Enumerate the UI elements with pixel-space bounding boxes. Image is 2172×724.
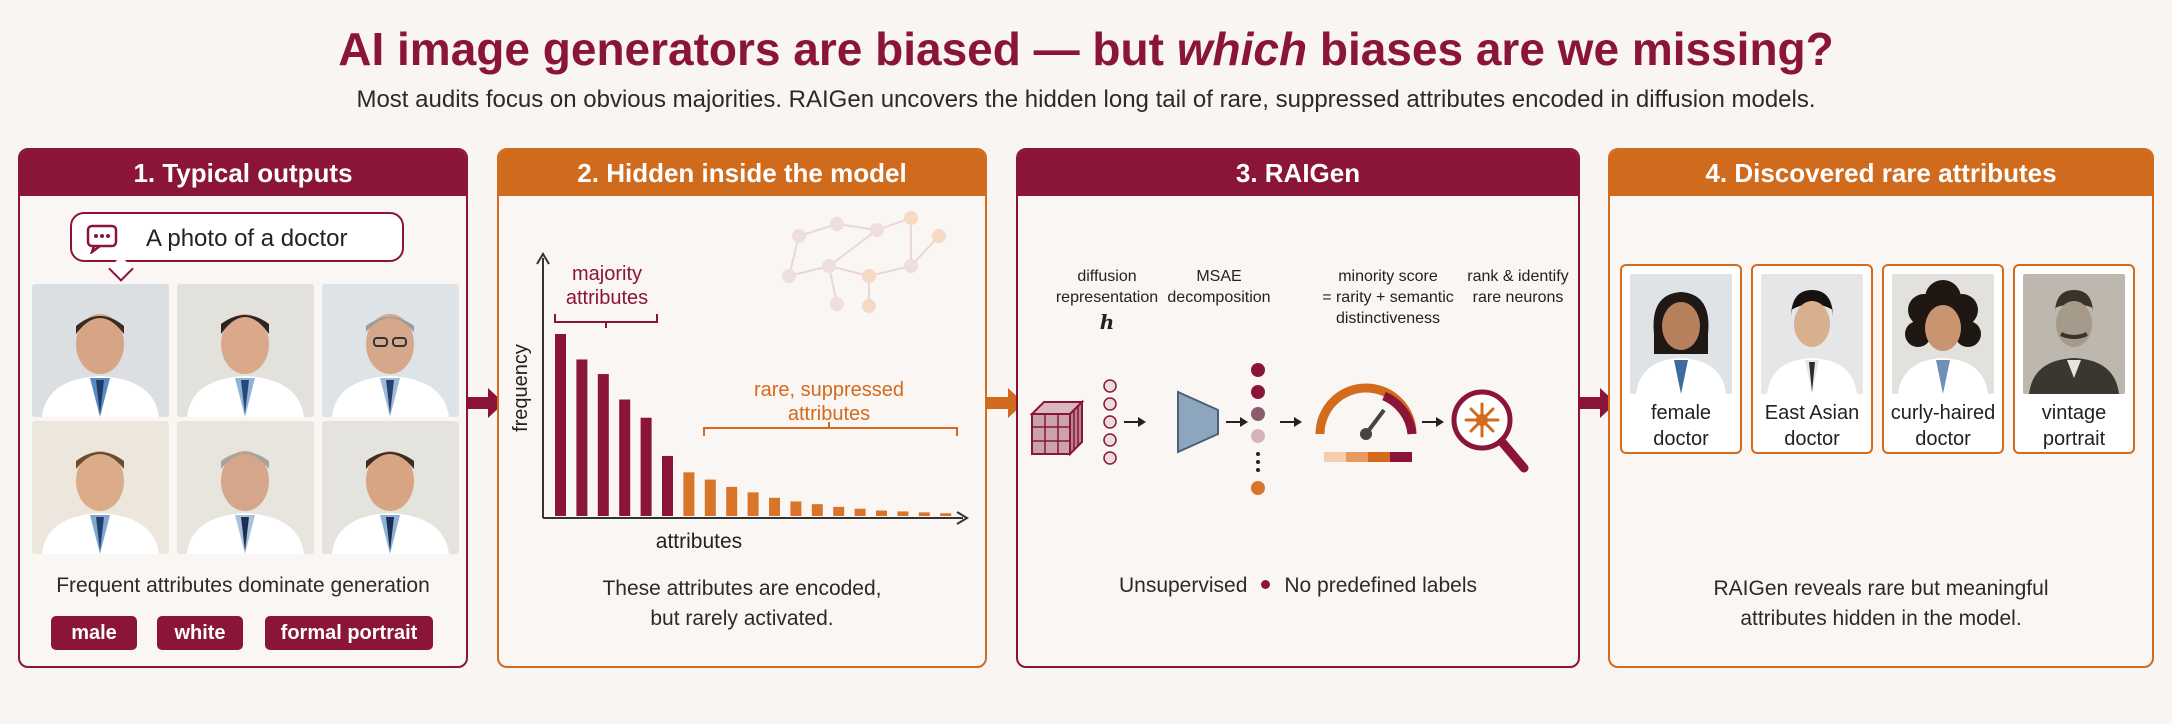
majority-bar: [555, 334, 566, 516]
majority-label: attributes: [566, 287, 648, 309]
feature-cube-icon: [1029, 399, 1085, 457]
chat-icon: [86, 224, 118, 254]
panel-2-caption: These attributes are encoded, but rarely …: [499, 574, 985, 634]
portrait-image: [1761, 274, 1863, 394]
caption-line: but rarely activated.: [650, 607, 834, 630]
panel-typical-outputs: 1. Typical outputs A photo of a doctor F…: [18, 148, 468, 668]
flow-arrow-icon: [466, 388, 504, 418]
doctor-photo: [32, 284, 169, 417]
rare-bar: [683, 472, 695, 516]
magnifier-icon: [1451, 389, 1529, 473]
x-axis-label: attributes: [656, 530, 742, 553]
panel-1-caption: Frequent attributes dominate generation: [56, 574, 430, 597]
portrait-image: [2023, 274, 2125, 394]
portrait-image: [1630, 274, 1732, 394]
rare-label: attributes: [788, 403, 870, 425]
rare-bar: [726, 486, 738, 516]
doctor-photo: [177, 421, 314, 554]
sparse-neurons-icon: [1251, 363, 1265, 495]
attribute-tag: white: [157, 616, 243, 650]
rare-bar: [833, 506, 845, 516]
rare-bar: [790, 501, 802, 516]
panel-4-heading: 4. Discovered rare attributes: [1610, 150, 2152, 196]
doctor-photo: [177, 284, 314, 417]
majority-bar: [662, 455, 673, 516]
network-icon: [782, 211, 946, 313]
title-part-2: biases are we missing?: [1307, 23, 1834, 75]
page-subtitle: Most audits focus on obvious majorities.…: [356, 86, 1816, 113]
majority-bar: [576, 359, 588, 516]
step-symbol-h: h: [1099, 310, 1115, 334]
rare-bar: [854, 508, 866, 516]
panel-1-heading: 1. Typical outputs: [20, 150, 466, 196]
rare-bar: [897, 511, 909, 516]
separator-dot: [1261, 580, 1271, 589]
flow-arrow-icon: [1578, 388, 1616, 418]
title-emphasis: which: [1176, 23, 1308, 75]
frequency-chart: frequency attributes majority attributes…: [510, 211, 969, 553]
raigen-pipeline: [1029, 363, 1529, 495]
majority-bar: [619, 399, 631, 516]
caption-line: These attributes are encoded,: [602, 577, 882, 600]
page-title: AI image generators are biased — but whi…: [0, 22, 2172, 76]
doctor-photo: [322, 421, 459, 554]
majority-bar: [597, 374, 609, 516]
rare-bar: [918, 512, 930, 516]
y-axis-label: frequency: [510, 344, 532, 432]
attribute-tag: male: [51, 616, 137, 650]
panel-3-heading: 3. RAIGen: [1018, 150, 1578, 196]
rare-bar: [769, 497, 780, 516]
prompt-bubble: A photo of a doctor: [70, 212, 404, 282]
rare-bar: [704, 479, 716, 516]
portrait-image: [1892, 274, 1994, 394]
prompt-text: A photo of a doctor: [146, 225, 348, 252]
latent-vector-icon: [1103, 379, 1117, 465]
attribute-tag: formal portrait: [265, 616, 433, 650]
rare-bar: [876, 510, 887, 516]
rare-bar: [747, 492, 759, 516]
doctor-photo: [322, 284, 459, 417]
gauge-icon: [1315, 383, 1417, 462]
rare-bar: [811, 504, 823, 516]
title-part-1: AI image generators are biased — but: [338, 23, 1177, 75]
flow-arrow-icon: [986, 388, 1024, 418]
doctor-photo: [32, 421, 169, 554]
majority-bar: [640, 417, 652, 516]
majority-label: majority: [572, 263, 642, 285]
msae-encoder-icon: [1177, 390, 1219, 454]
rare-label: rare, suppressed: [754, 379, 904, 401]
panel-2-heading: 2. Hidden inside the model: [499, 150, 985, 196]
rare-bar: [940, 513, 952, 516]
panel-hidden-inside-model: 2. Hidden inside the model: [497, 148, 987, 668]
